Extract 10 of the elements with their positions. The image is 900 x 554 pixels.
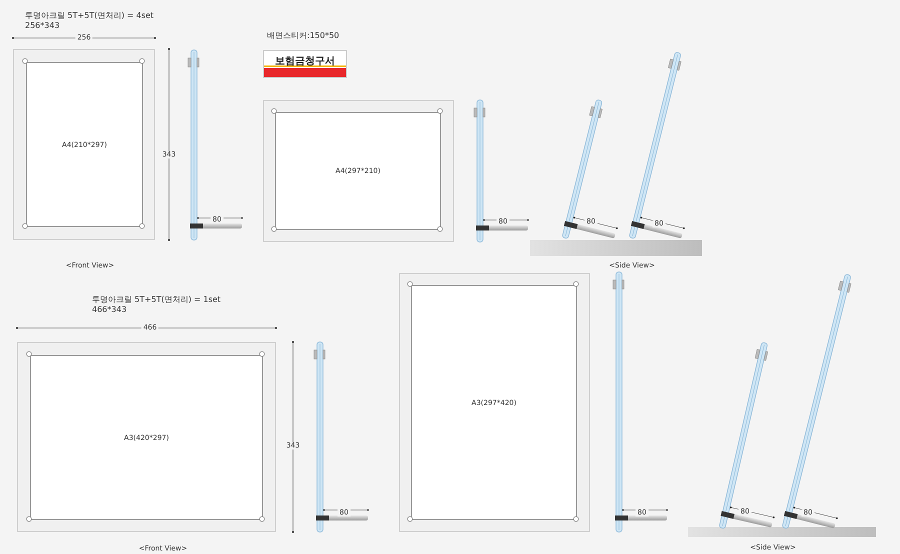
acrylic-panel [13, 49, 155, 240]
spec-note: 배면스티커:150*50 [267, 32, 340, 40]
spec-note: 투명아크릴 5T+5T(면처리) = 1set [92, 296, 221, 304]
spec-note: 투명아크릴 5T+5T(면처리) = 4set [25, 12, 154, 20]
size-note: 256*343 [25, 22, 60, 30]
acrylic-panel [263, 100, 454, 242]
size-note: 466*343 [92, 306, 127, 314]
acrylic-panel [399, 273, 590, 532]
acrylic-panel [17, 342, 276, 532]
sticker-sample: 보험금청구서 [263, 50, 347, 78]
